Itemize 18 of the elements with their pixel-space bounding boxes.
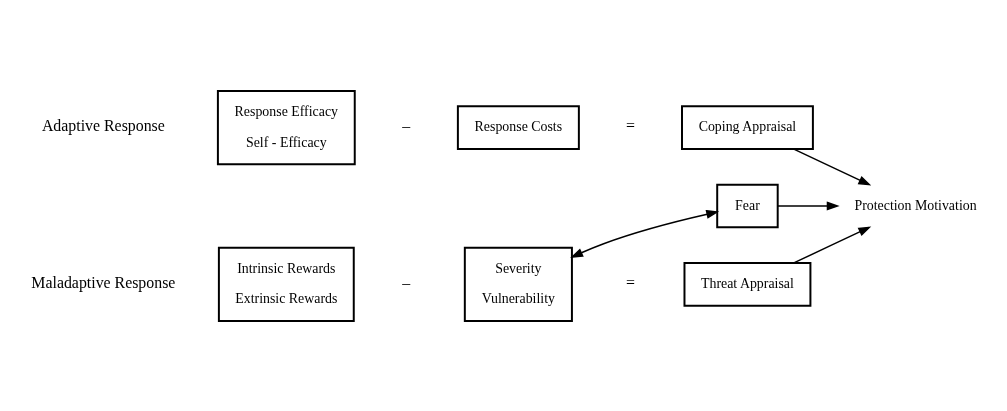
label: = [625,273,635,291]
node-box: Fear [716,183,779,228]
label: = [625,116,635,134]
label: Maladaptive Response [31,273,176,291]
label: Adaptive Response [41,116,165,134]
arrow [793,225,872,264]
arrow [777,200,840,211]
label: – [402,116,411,134]
arrow [570,209,720,258]
node-box: Coping Appraisal [681,104,814,150]
node-box: Threat Appraisal [683,261,812,307]
node-box: Response Costs [456,104,580,150]
node-box: Response Efficacy Self - Efficacy [216,89,356,165]
label: – [402,273,411,291]
arrow [793,147,872,186]
node-box: Intrinsic Rewards Extrinsic Rewards [217,246,355,322]
node-text: Protection Motivation [854,197,977,213]
node-box: Severity Vulnerability [463,246,573,322]
